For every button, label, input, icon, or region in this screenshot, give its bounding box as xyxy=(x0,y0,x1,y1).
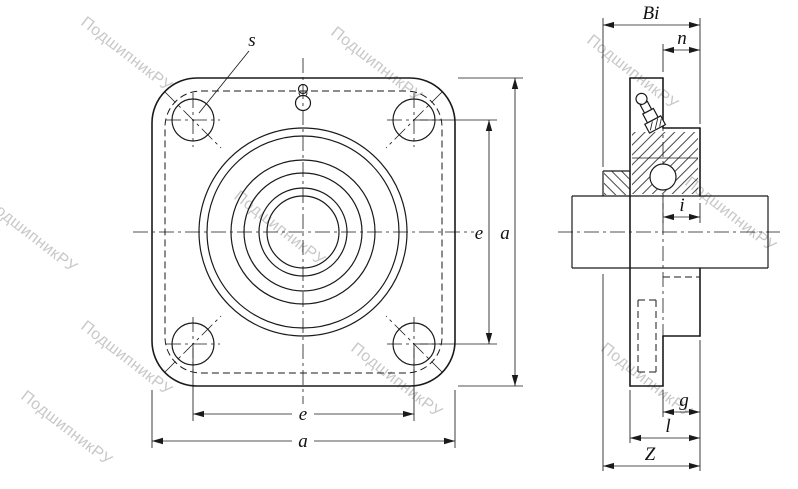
flange-hidden-contour xyxy=(164,90,443,374)
dimension-n: n xyxy=(662,28,700,72)
dim-label-i: i xyxy=(679,195,684,216)
watermark-text: ПодшипникРУ xyxy=(18,388,116,470)
insert-collar xyxy=(602,170,630,196)
watermark-text: ПодшипникРУ xyxy=(78,14,176,96)
dimension-e-horizontal: e xyxy=(192,348,415,425)
watermark-text: ПодшипникРУ xyxy=(0,195,80,277)
dim-label-g: g xyxy=(679,390,689,411)
dim-label-e-vertical: e xyxy=(475,223,483,244)
section-hatching xyxy=(604,132,698,195)
housing-boss-section xyxy=(662,127,701,337)
dim-label-n: n xyxy=(677,28,687,49)
hidden-lines xyxy=(637,276,700,373)
dimension-a-vertical: a xyxy=(458,77,523,387)
dim-label-s: s xyxy=(248,30,255,51)
dim-label-e-horizontal: e xyxy=(299,404,307,425)
front-view: s e a e xyxy=(133,30,523,452)
dim-label-a-horizontal: a xyxy=(298,431,308,452)
bolt-hole xyxy=(171,98,215,142)
dimension-g: g xyxy=(662,340,701,471)
dimension-e-vertical: e xyxy=(420,119,497,345)
watermark-text: ПодшипникРУ xyxy=(231,188,329,270)
dim-label-a-vertical: a xyxy=(500,223,510,244)
grease-nipple xyxy=(635,92,667,134)
dimension-Bi: Bi xyxy=(602,3,701,167)
dim-label-l: l xyxy=(665,416,670,437)
bore-circles xyxy=(198,127,408,337)
dim-label-Z: Z xyxy=(645,444,656,465)
watermark-text: ПодшипникРУ xyxy=(78,318,176,400)
dimension-i: i xyxy=(662,195,701,223)
dimension-a-horizontal: a xyxy=(151,390,456,452)
flange-outline xyxy=(151,77,456,387)
watermark-text: ПодшипникРУ xyxy=(328,24,426,106)
watermark-text: ПодшипникРУ xyxy=(584,32,682,114)
bearing-ball xyxy=(649,163,677,191)
front-centerlines xyxy=(133,58,474,404)
side-view: Bi n i g xyxy=(558,3,780,471)
dimension-Z: Z xyxy=(602,274,700,471)
shaft xyxy=(571,195,769,269)
dim-label-Bi: Bi xyxy=(643,3,660,24)
dimension-l: l xyxy=(629,390,700,443)
flange-plate-section xyxy=(629,77,664,387)
grease-fitting-front xyxy=(294,83,312,112)
dimension-s: s xyxy=(198,30,256,114)
